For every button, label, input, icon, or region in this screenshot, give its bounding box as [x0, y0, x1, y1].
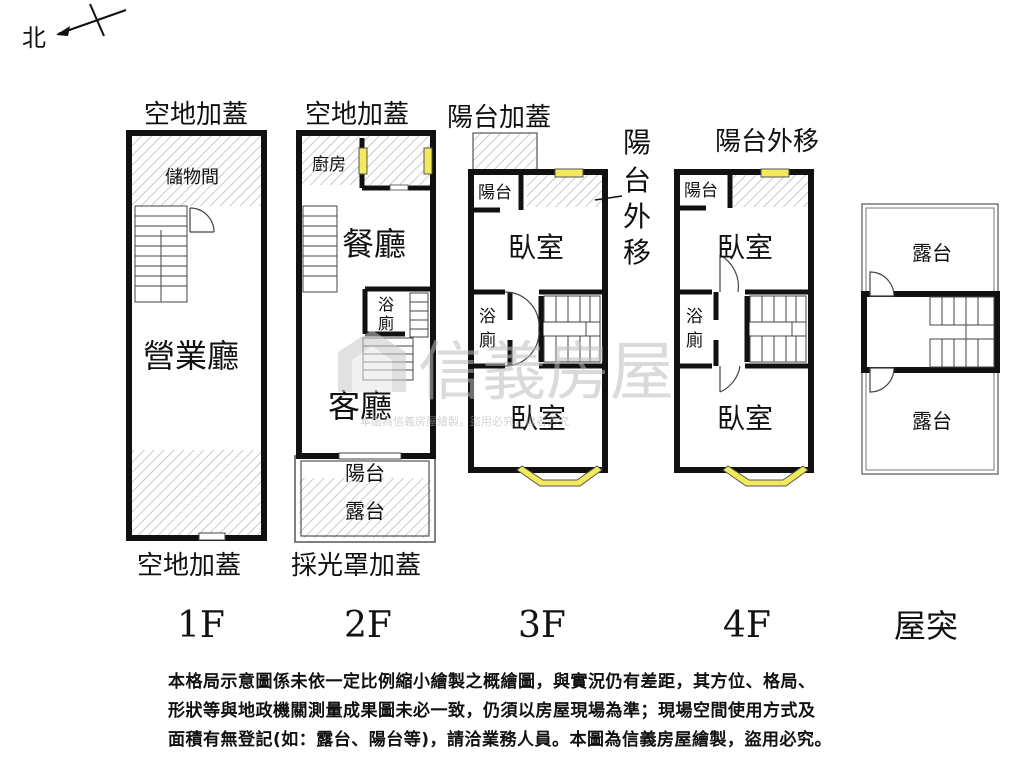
roof-plan	[861, 203, 1000, 475]
watermark-notice: 本圖為信義房屋繪製，盜用必究，違者必究	[360, 414, 569, 428]
floor-3f-plan	[468, 132, 623, 487]
f1-storage-label: 儲物間	[165, 167, 219, 188]
f2-kitchen-label: 廚房	[312, 154, 346, 175]
f3-bedroom-label-1: 臥室	[508, 231, 564, 264]
floor-4f-plan	[674, 168, 814, 487]
f2-living-label: 客廳	[328, 387, 392, 425]
f3-balcony-label: 陽台	[478, 183, 512, 203]
roof-terrace-label-2: 露台	[912, 409, 952, 433]
f2-bottom-label: 採光罩加蓋	[291, 551, 421, 581]
watermark: 信義房屋 本圖為信義房屋繪製，盜用必究，違者必究	[338, 330, 674, 428]
disclaimer: 本格局示意圖係未依一定比例縮小繪製之概繪圖，與實況仍有差距，其方位、格局、 形狀…	[168, 668, 1008, 755]
f4-top-label: 陽台外移	[715, 127, 819, 157]
f3-top-label: 陽台加蓋	[447, 103, 551, 133]
f1-top-label: 空地加蓋	[144, 100, 248, 130]
floor-1f-plan	[126, 130, 267, 541]
f3-side-label-3: 外	[623, 200, 651, 233]
f3-side-label-2: 台	[623, 164, 651, 197]
watermark-brand: 信義房屋	[418, 336, 674, 410]
f3-bedroom-label-2: 臥室	[510, 402, 566, 435]
f1-bottom-label: 空地加蓋	[137, 551, 241, 581]
f2-terrace-label: 露台	[345, 499, 385, 523]
stair-icon	[543, 295, 601, 363]
f3-side-label-4: 移	[623, 236, 651, 269]
f2-dining-label: 餐廳	[342, 225, 406, 263]
f4-bath-label-2: 廁	[686, 330, 703, 351]
f3-bath-label-1: 浴	[479, 307, 496, 327]
door-swing-icon	[869, 271, 895, 393]
sliding-door-icon	[338, 452, 402, 460]
f4-bedroom-label-2: 臥室	[717, 402, 773, 435]
roof-terrace-label-1: 露台	[912, 241, 952, 265]
window-icon	[554, 168, 584, 178]
disclaimer-line-3: 面積有無登記(如：露台、陽台等)，請洽業務人員。本圖為信義房屋繪製，盜用必究。	[168, 730, 833, 750]
f2-bath-label-1: 浴	[378, 295, 394, 314]
stair-icon	[749, 295, 807, 363]
house-logo-icon	[338, 330, 406, 392]
f3-side-label-1: 陽	[623, 126, 651, 159]
f4-balcony-label: 陽台	[684, 181, 718, 201]
f1-floor-name: 1F	[177, 605, 225, 646]
window-icon	[358, 147, 368, 175]
stair-icon	[134, 205, 188, 303]
stair-icon	[929, 296, 995, 368]
f1-hall-label: 營業廳	[143, 337, 239, 375]
f3-bath-label-2: 廁	[479, 330, 496, 351]
disclaimer-line-1: 本格局示意圖係未依一定比例縮小繪製之概繪圖，與實況仍有差距，其方位、格局、	[168, 672, 816, 692]
disclaimer-line-2: 形狀等與地政機關測量成果圖未必一致，仍須以房屋現場為準；現場空間使用方式及	[168, 701, 816, 721]
f2-floor-name: 2F	[344, 605, 392, 646]
f4-bedroom-label-1: 臥室	[717, 231, 773, 264]
f3-floor-name: 3F	[518, 605, 566, 646]
entrance-door	[198, 532, 226, 541]
bay-window-icon	[722, 465, 809, 487]
roof-floor-name: 屋突	[894, 607, 958, 645]
door-swing-icon	[189, 207, 215, 233]
bay-window-icon	[516, 465, 603, 487]
f2-balcony-label: 陽台	[345, 461, 385, 485]
f4-floor-name: 4F	[723, 605, 771, 646]
f4-bath-label-1: 浴	[686, 307, 703, 327]
north-label: 北	[22, 24, 46, 52]
floor-2f-plan	[294, 130, 436, 543]
window-icon	[423, 147, 433, 175]
f2-top-label: 空地加蓋	[305, 100, 409, 130]
door-swing-icon	[504, 291, 540, 367]
window-icon	[760, 168, 790, 178]
door-swing-icon	[719, 254, 741, 393]
north-arrow-icon	[56, 3, 127, 37]
f2-bath-label-2: 廁	[378, 314, 394, 333]
